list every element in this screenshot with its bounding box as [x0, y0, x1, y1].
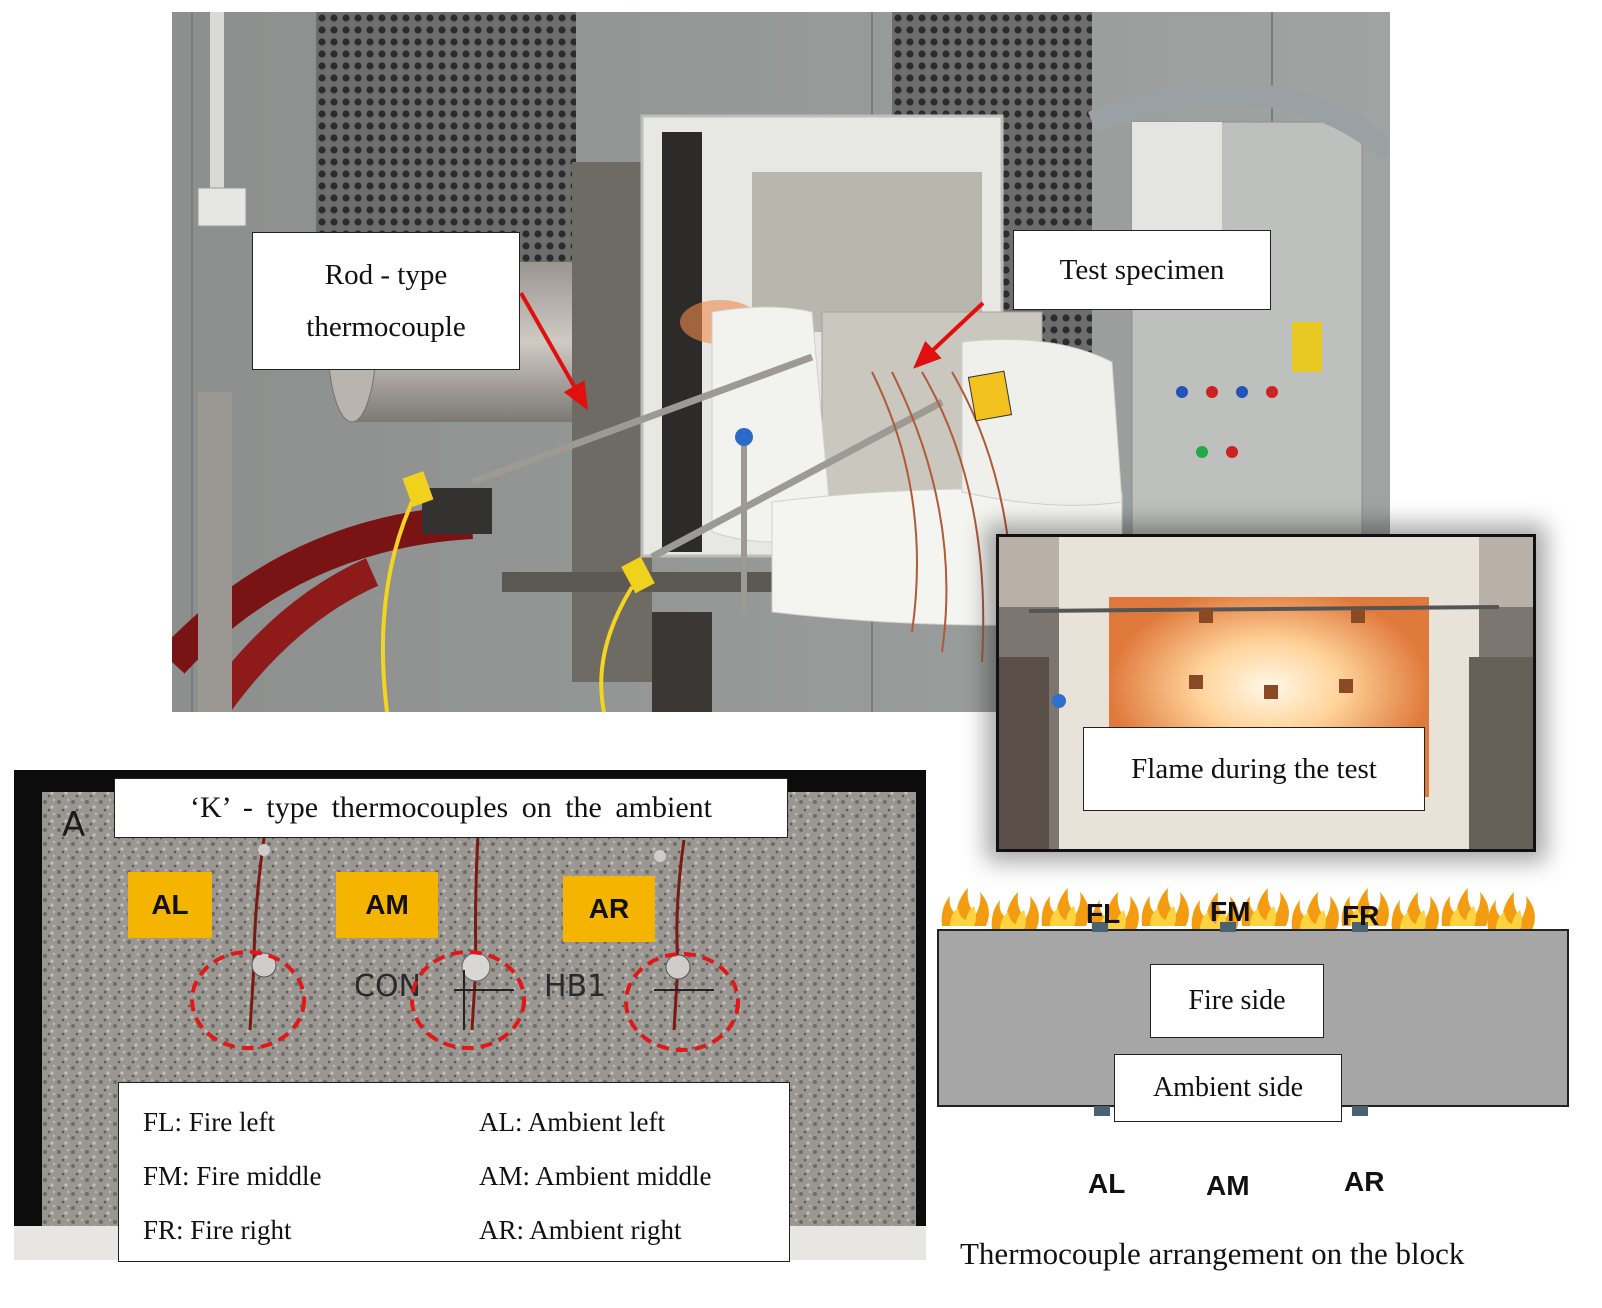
specimen-arrow: [913, 301, 985, 369]
ambient-side-box: Ambient side: [1114, 1054, 1342, 1122]
legend-fm: FM: Fire middle: [143, 1161, 322, 1191]
label-am: AM: [1206, 1170, 1250, 1201]
tag-am: AM: [336, 872, 438, 938]
svg-text:A: A: [62, 805, 85, 845]
rod-arrow: [519, 292, 588, 411]
sensor-fm: [1220, 922, 1236, 932]
legend-am: AM: Ambient middle: [479, 1161, 712, 1191]
flame-callout: Flame during the test: [1083, 727, 1425, 811]
label-al: AL: [1088, 1168, 1126, 1199]
furnace-test-photo: [172, 12, 1390, 712]
sensor-al: [1094, 1106, 1110, 1116]
legend-al: AL: Ambient left: [479, 1107, 665, 1137]
ambient-right-marker: [624, 952, 740, 1052]
sensor-ar: [1352, 1106, 1368, 1116]
legend-ar: AR: Ambient right: [479, 1215, 682, 1245]
furnace-scene-illustration: [172, 12, 1390, 712]
rod-thermocouple-callout: Rod - type thermocouple: [252, 232, 520, 370]
diagram-caption: Thermocouple arrangement on the block: [960, 1236, 1465, 1271]
legend-fr: FR: Fire right: [143, 1215, 292, 1245]
tag-al: AL: [128, 872, 212, 938]
svg-text:HB1: HB1: [544, 969, 606, 1004]
test-specimen-callout: Test specimen: [1013, 230, 1271, 310]
ambient-left-marker: [190, 950, 306, 1050]
fire-side-box: Fire side: [1150, 964, 1324, 1038]
label-fl: FL: [1086, 898, 1121, 929]
sensor-fr: [1352, 922, 1368, 932]
k-type-header: ‘K’ - type thermocouples on the ambient: [114, 778, 788, 838]
label-fm: FM: [1210, 896, 1251, 927]
svg-text:CON: CON: [354, 969, 421, 1004]
label-fr: FR: [1342, 900, 1380, 931]
legend-box: FL: Fire left FM: Fire middle FR: Fire r…: [118, 1082, 790, 1262]
label-ar: AR: [1344, 1166, 1385, 1197]
ambient-middle-marker: [410, 950, 526, 1050]
legend-fl: FL: Fire left: [143, 1107, 275, 1137]
tag-ar: AR: [563, 876, 655, 942]
sensor-fl: [1092, 922, 1108, 932]
